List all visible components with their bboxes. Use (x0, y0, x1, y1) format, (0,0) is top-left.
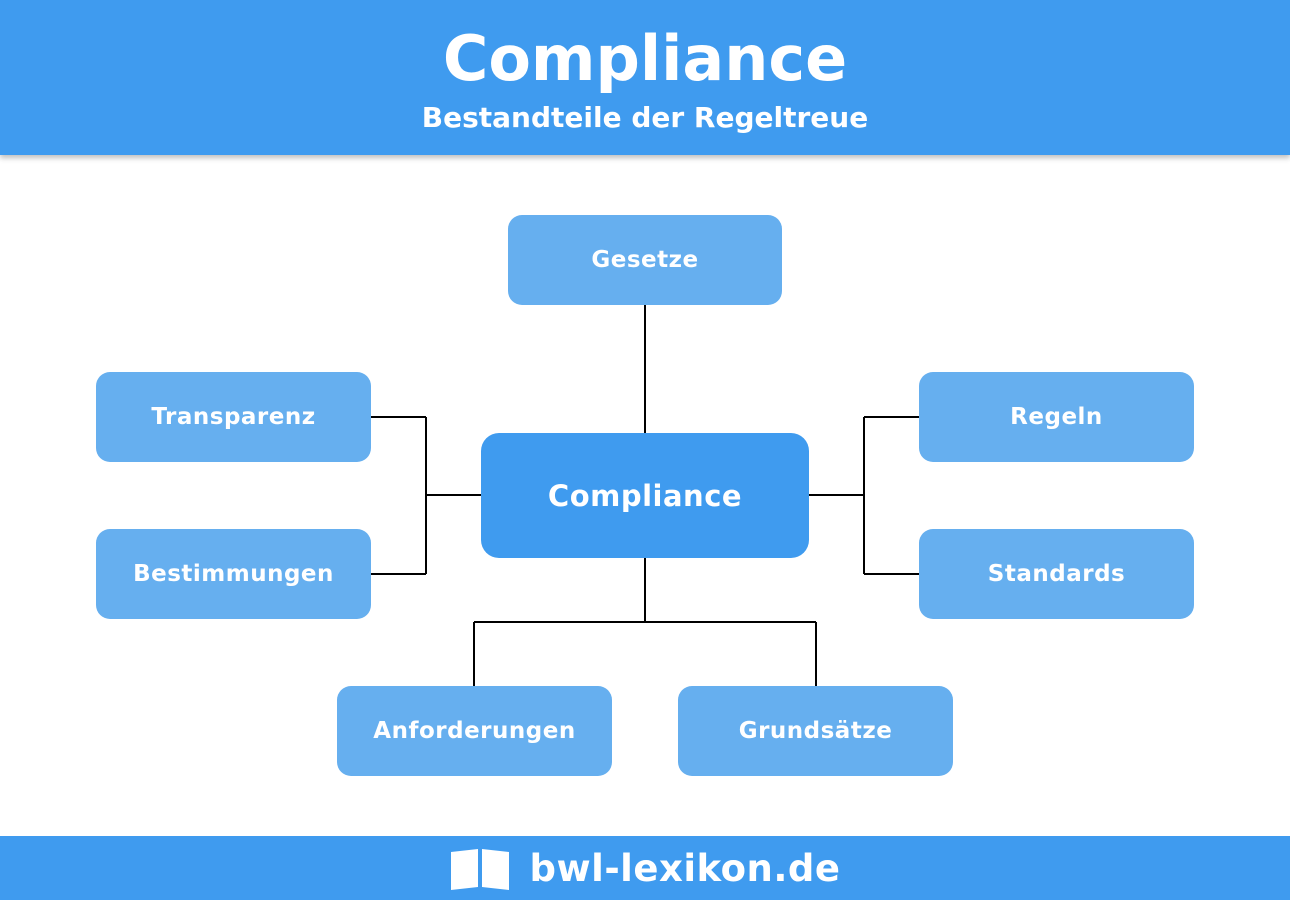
node-gesetze: Gesetze (508, 215, 782, 305)
node-regeln: Regeln (919, 372, 1194, 462)
page-title: Compliance (442, 22, 848, 95)
node-grundsaetze: Grundsätze (678, 686, 953, 776)
node-anforderungen: Anforderungen (337, 686, 612, 776)
node-standards: Standards (919, 529, 1194, 619)
page-subtitle: Bestandteile der Regeltreue (421, 101, 869, 134)
footer-banner: bwl-lexikon.de (0, 836, 1290, 900)
node-bestimmungen: Bestimmungen (96, 529, 371, 619)
header-banner: Compliance Bestandteile der Regeltreue (0, 0, 1290, 155)
node-compliance-center: Compliance (481, 433, 809, 558)
footer-brand: bwl-lexikon.de (529, 846, 841, 890)
node-transparenz: Transparenz (96, 372, 371, 462)
book-icon (451, 849, 510, 890)
